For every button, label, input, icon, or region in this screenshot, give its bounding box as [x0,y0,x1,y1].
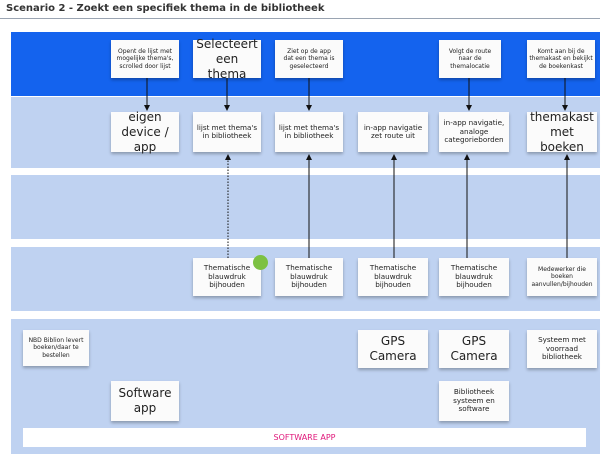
note-blueprint-1: Thematische blauwdruk bijhouden [193,258,261,296]
note-software-app: Software app [111,381,179,421]
note-own-device: eigen device / app [111,110,179,154]
note-theme-list-2: lijst met thema's in bibliotheek [275,112,343,152]
note-theme-selected: Ziet op de app dat een thema is geselect… [275,40,343,78]
note-staff-restock: Medewerker die boeken aanvullen/bijhoude… [527,258,597,296]
note-gps-camera-2: GPS Camera [439,330,509,368]
note-follow-route: Volgt de route naar de themalocatie [439,40,501,78]
note-theme-bookcase: themakast met boeken [527,110,597,154]
note-in-app-navigation: in-app navigatie zet route uit [358,112,428,152]
note-library-software: Bibliotheek systeem en software [439,381,509,421]
title-divider [0,18,600,19]
note-blueprint-4: Thematische blauwdruk bijhouden [439,258,509,296]
note-arrive-bookcase: Komt aan bij de themakast en bekijkt de … [527,40,595,78]
note-open-list: Opent de lijst met mogelijke thema's, sc… [111,40,179,78]
software-app-bar: SOFTWARE APP [23,428,586,447]
note-nbd-biblion: NBD Biblion levert boeken/daar te bestel… [23,330,89,366]
note-select-theme: Selecteert een thema [193,37,261,81]
lane-empty [11,175,600,239]
status-dot [253,255,268,270]
note-in-app-analog-signs: in-app navigatie, analoge categorieborde… [439,112,509,152]
page-title: Scenario 2 - Zoekt een specifiek thema i… [6,3,325,14]
note-theme-list-1: lijst met thema's in bibliotheek [193,112,261,152]
note-blueprint-2: Thematische blauwdruk bijhouden [275,258,343,296]
note-inventory-system: Systeem met voorraad bibliotheek [527,330,597,368]
note-gps-camera-1: GPS Camera [358,330,428,368]
note-blueprint-3: Thematische blauwdruk bijhouden [358,258,428,296]
